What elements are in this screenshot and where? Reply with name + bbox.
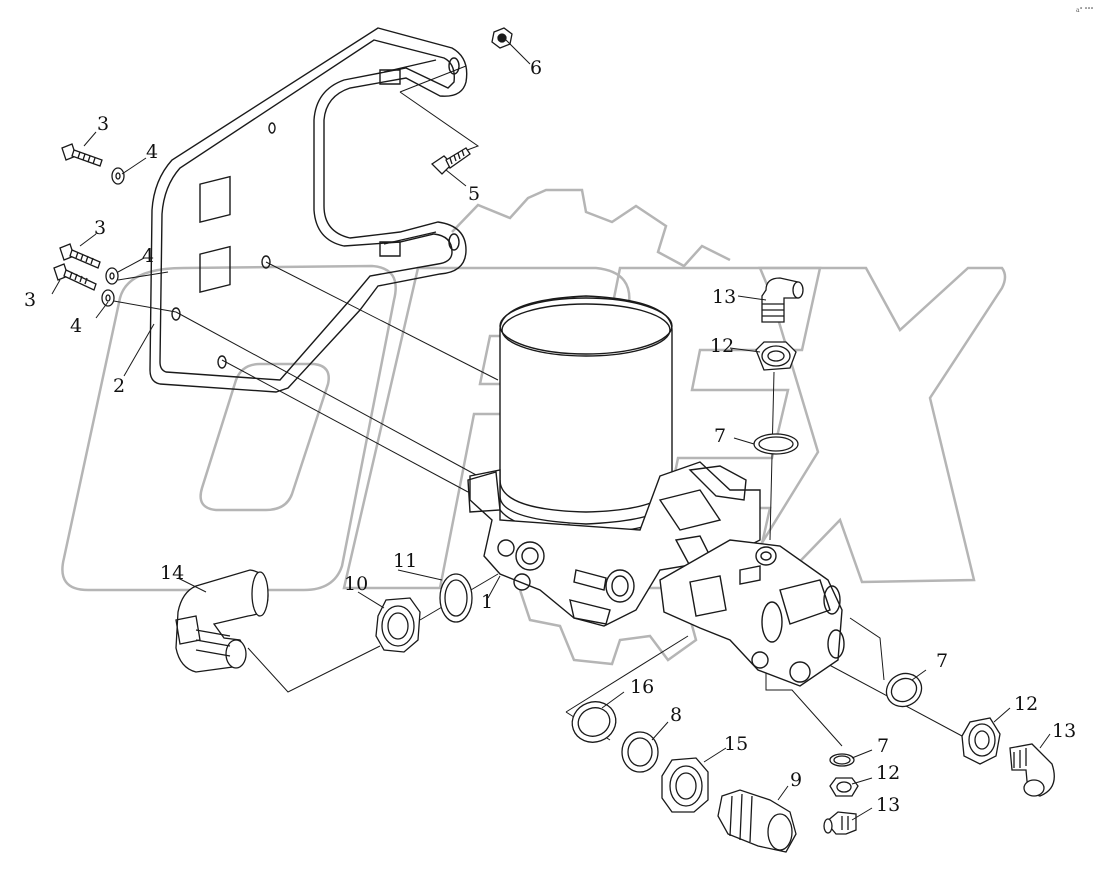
callout-13-right: 13 — [1052, 720, 1076, 742]
callout-10: 10 — [344, 573, 368, 595]
elbow-fitting-14 — [175, 569, 269, 673]
ring-7-top — [753, 433, 799, 455]
callout-11: 11 — [393, 550, 417, 572]
callout-4-bottom: 4 — [70, 315, 82, 337]
callout-leaders — [51, 39, 1051, 821]
ring-7-right — [885, 672, 923, 708]
callout-16: 16 — [630, 676, 654, 698]
washer-4-top — [111, 167, 125, 185]
callout-13-top: 13 — [712, 286, 736, 308]
callout-14: 14 — [160, 562, 184, 584]
callout-2: 2 — [113, 375, 125, 397]
air-dryer-assembly — [467, 295, 845, 687]
fittings — [175, 277, 1055, 853]
bolt-3-middle — [59, 243, 101, 269]
callout-7-top: 7 — [714, 425, 726, 447]
ring-16 — [571, 701, 617, 743]
callout-12-top: 12 — [710, 335, 734, 357]
ring-11 — [439, 573, 473, 623]
nut-10 — [375, 597, 421, 653]
callout-labels: 1 2 3 3 3 4 4 4 5 6 7 7 7 8 9 10 11 12 1… — [24, 7, 1093, 816]
corner-tag: a° °°° — [1076, 7, 1093, 14]
nut-12-top — [755, 341, 797, 371]
elbow-fitting-13-top — [761, 277, 804, 323]
washer-4-bottom — [101, 289, 115, 307]
nut-15 — [661, 757, 709, 813]
nut-12-bottom — [829, 777, 859, 797]
callout-5: 5 — [468, 183, 480, 205]
nut-12-right — [961, 717, 1001, 765]
dryer-cartridge — [499, 295, 673, 525]
callout-12-right: 12 — [1014, 693, 1038, 715]
callout-4-top: 4 — [146, 141, 158, 163]
bolt-3-top — [61, 143, 103, 167]
callout-3-bottom: 3 — [24, 289, 36, 311]
callout-15: 15 — [724, 733, 748, 755]
ring-8 — [621, 731, 659, 773]
callout-8: 8 — [670, 704, 682, 726]
mounting-bracket — [149, 27, 468, 393]
callout-12-bottom: 12 — [876, 762, 900, 784]
callout-3-top: 3 — [97, 113, 109, 135]
elbow-fitting-13-right — [1009, 743, 1055, 797]
callout-7-right: 7 — [936, 650, 948, 672]
callout-4-middle: 4 — [142, 245, 154, 267]
callout-6: 6 — [530, 57, 542, 79]
control-valve-block — [659, 539, 843, 687]
callout-1: 1 — [481, 591, 493, 613]
watermark-letter-o — [61, 264, 397, 592]
elbow-fitting-13-bottom — [823, 811, 857, 835]
ring-7-bottom — [829, 753, 855, 767]
washer-4-middle — [105, 267, 119, 285]
callout-9: 9 — [790, 769, 802, 791]
bolt-5 — [430, 147, 471, 175]
watermark-gear-bottom — [518, 589, 698, 666]
watermark-gear-top — [451, 188, 731, 268]
callout-7-bottom: 7 — [877, 735, 889, 757]
callout-13-bottom: 13 — [876, 794, 900, 816]
hardware — [53, 27, 513, 307]
straight-fitting-9 — [717, 789, 797, 853]
callout-3-middle: 3 — [94, 217, 106, 239]
bolt-3-bottom — [53, 263, 97, 291]
nut-6 — [491, 27, 513, 49]
